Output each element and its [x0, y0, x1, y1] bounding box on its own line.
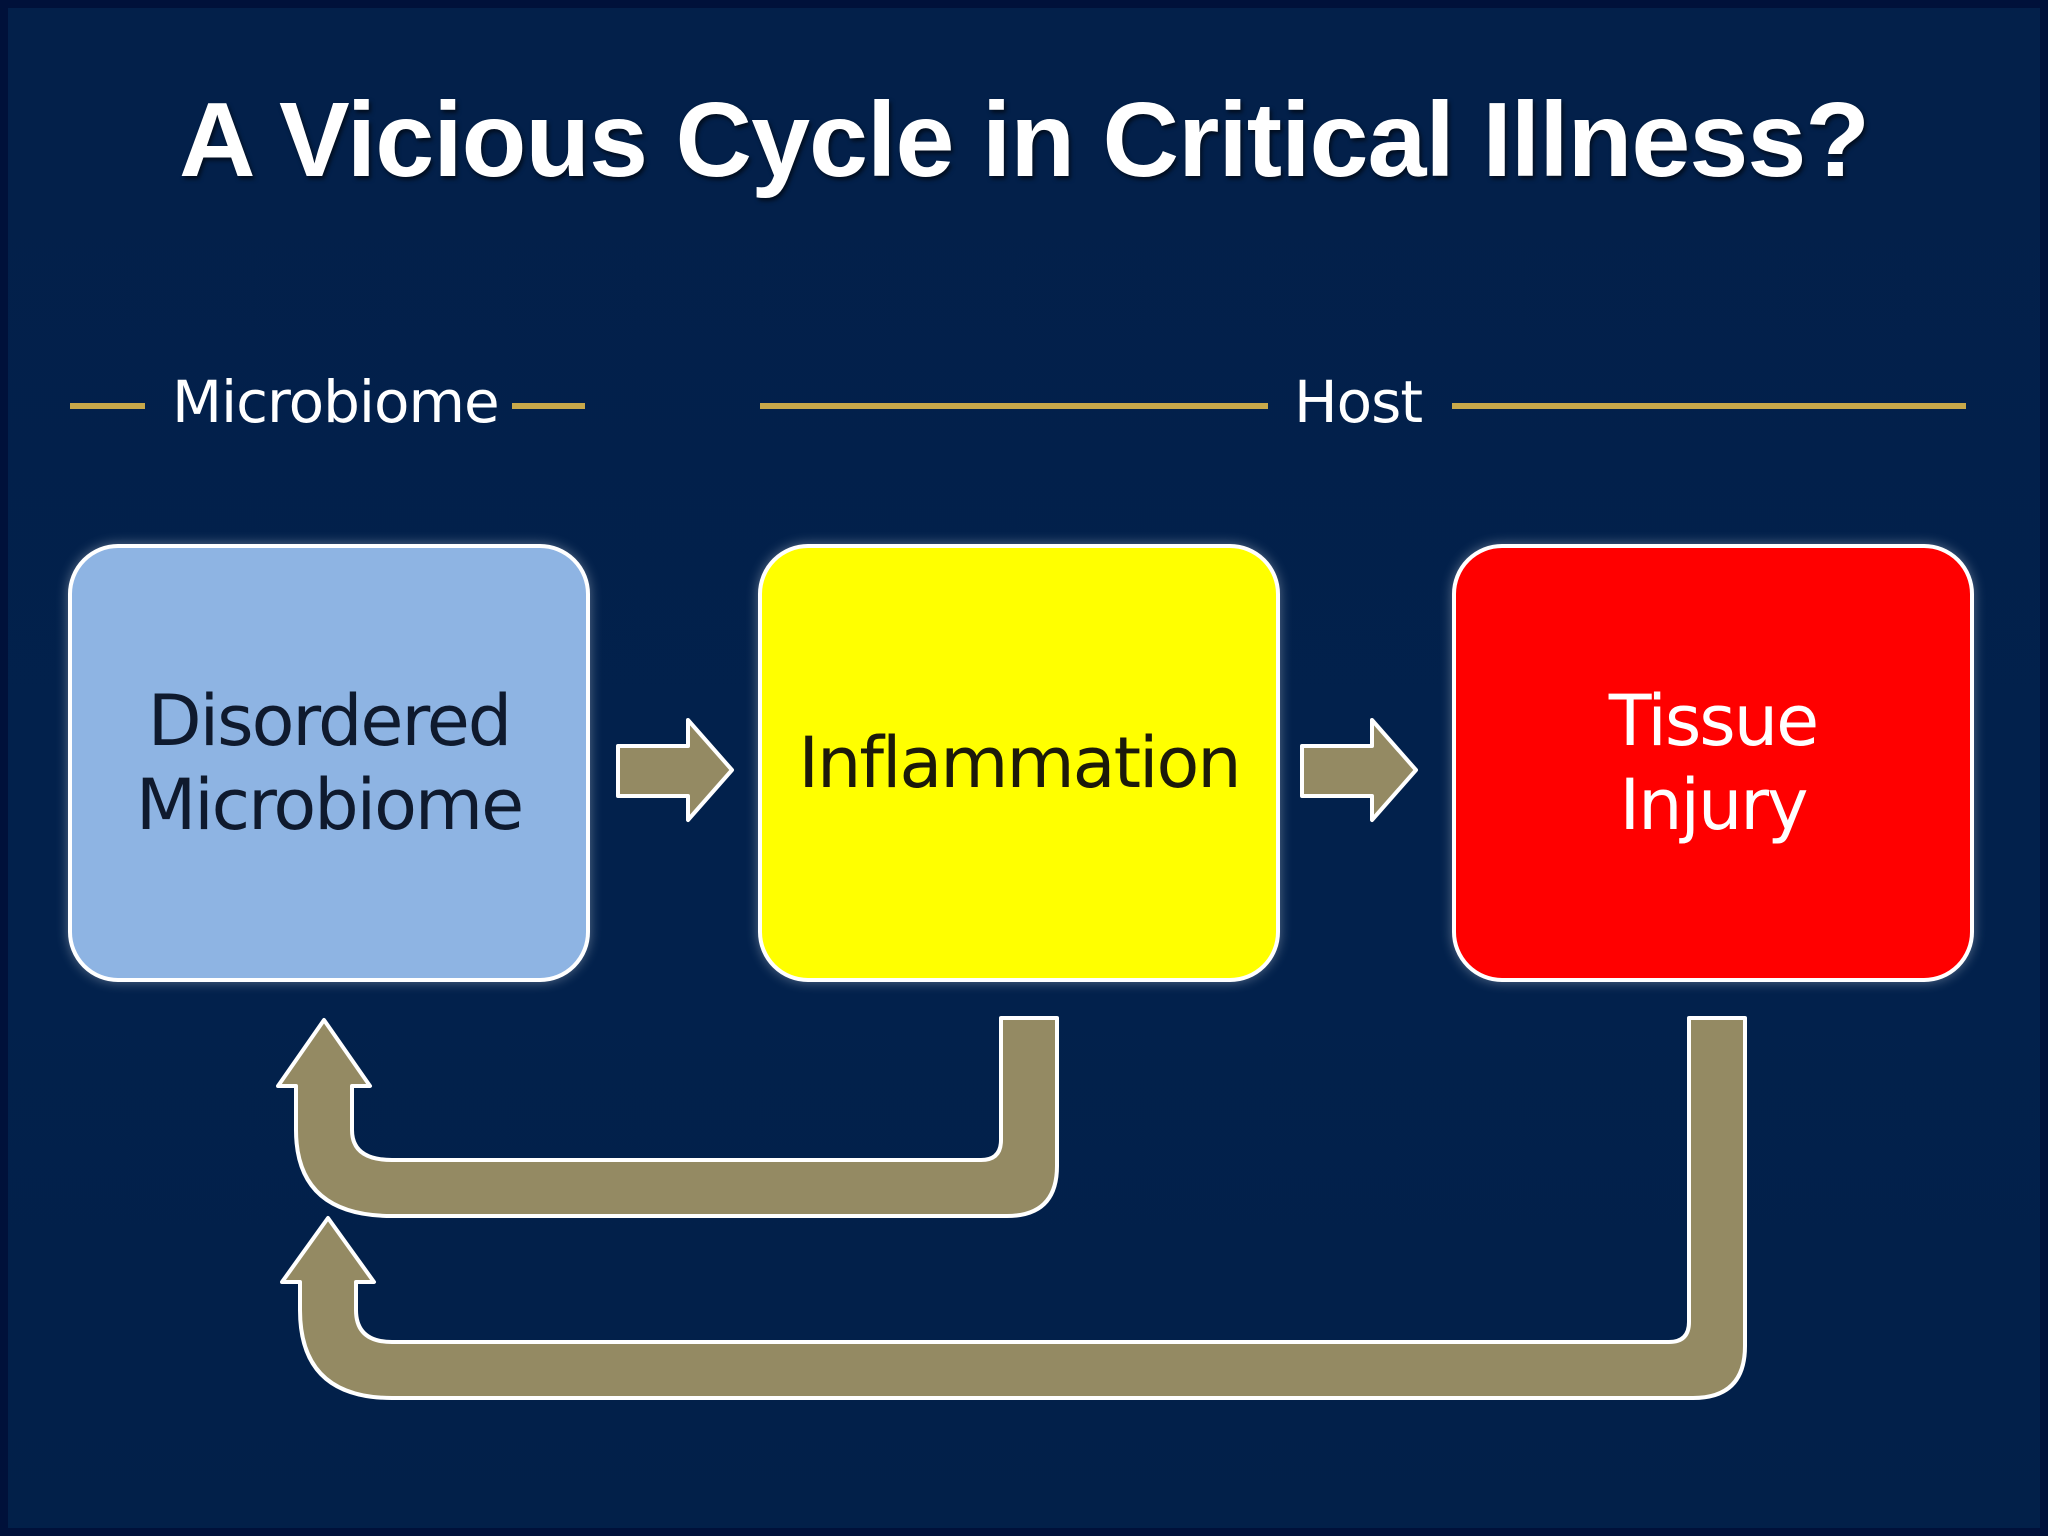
arrow-inflammation-to-tissue-injury	[1300, 718, 1418, 822]
slide-title: A Vicious Cycle in Critical Illness?	[178, 81, 1870, 199]
feedback-arrow-inflammation-to-microbiome	[276, 1016, 1059, 1218]
node-inflammation: Inflammation	[758, 544, 1280, 982]
node-tissue-injury: Tissue Injury	[1452, 544, 1974, 982]
arrow-microbiome-to-inflammation	[616, 718, 734, 822]
section-label-host: Host	[1294, 368, 1423, 436]
node-inflammation-label: Inflammation	[798, 722, 1241, 804]
feedback-arrow-tissue-injury-to-microbiome	[280, 1016, 1747, 1400]
node-disordered-microbiome-line2: Microbiome	[135, 764, 524, 846]
node-disordered-microbiome-line1: Disordered	[147, 680, 512, 762]
section-label-microbiome: Microbiome	[172, 368, 500, 436]
node-tissue-injury-line2: Injury	[1619, 764, 1808, 846]
node-tissue-injury-line1: Tissue	[1608, 680, 1819, 762]
node-disordered-microbiome: Disordered Microbiome	[68, 544, 590, 982]
